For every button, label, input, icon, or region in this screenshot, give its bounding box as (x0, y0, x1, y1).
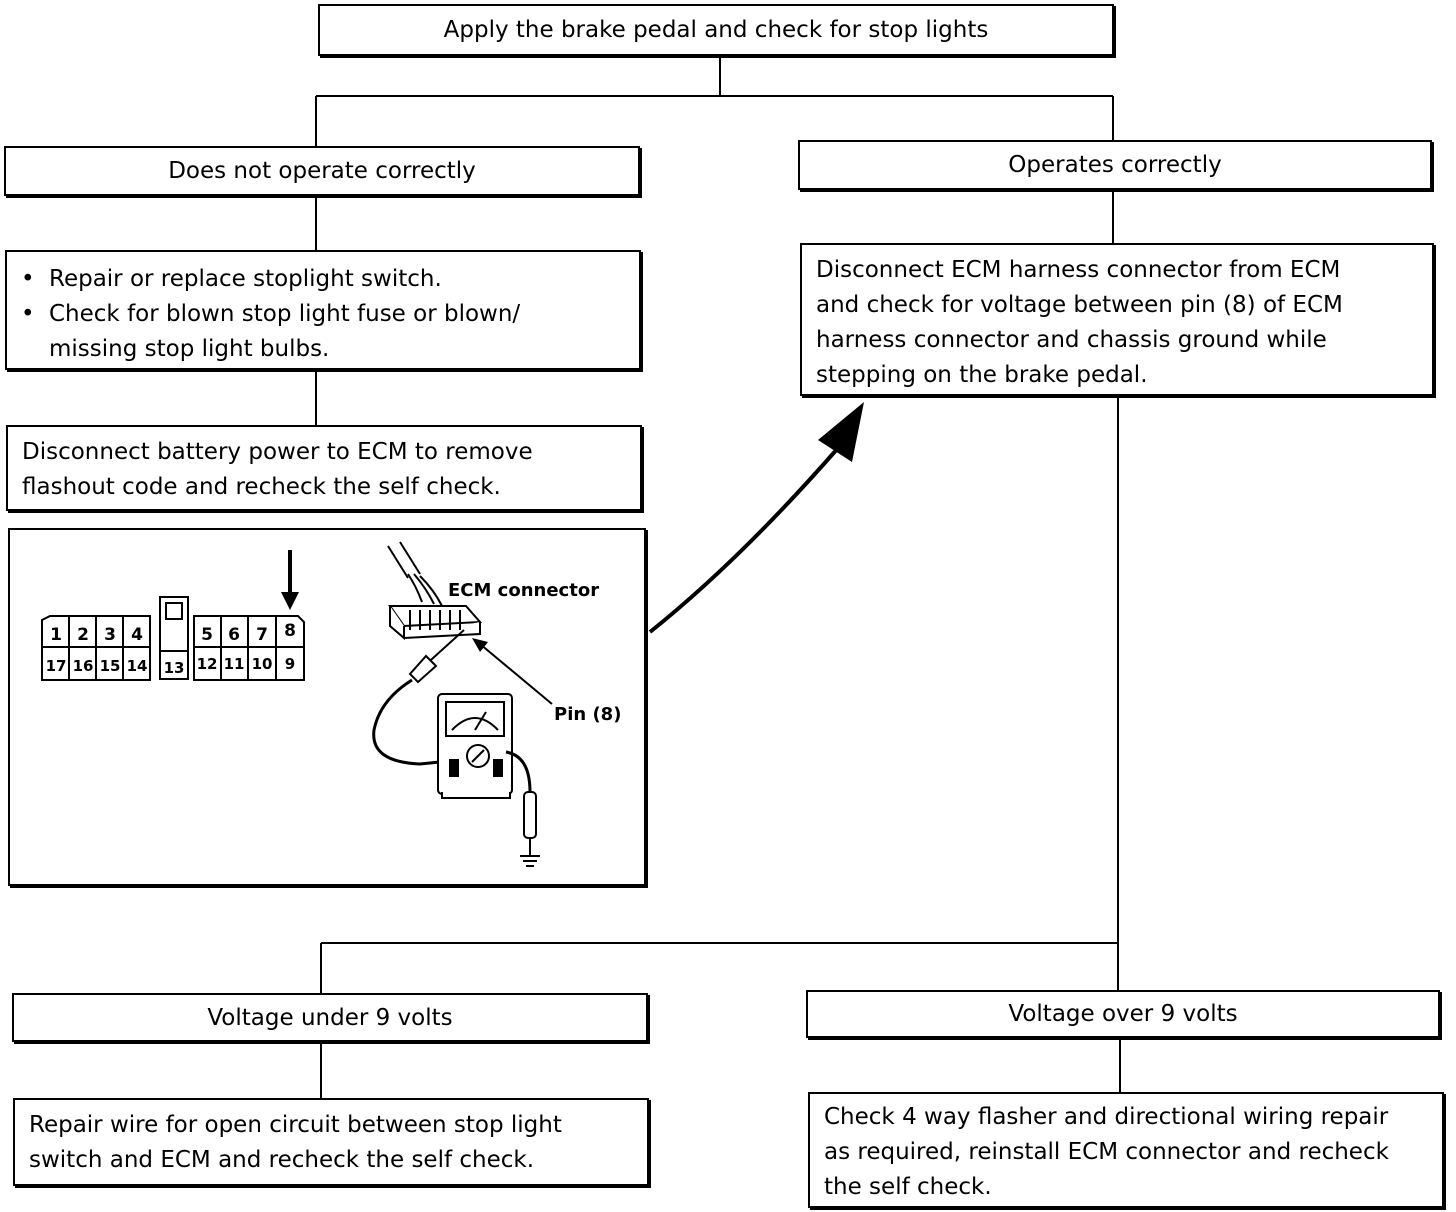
left-actions-box: • Repair or replace stoplight switch. • … (5, 250, 641, 370)
over-action-line: as required, reinstall ECM connector and… (824, 1139, 1389, 1165)
ecm-connector-icon (388, 605, 483, 641)
ecm-connector-label: ECM connector (448, 580, 599, 601)
over-action-line: Check 4 way flasher and directional wiri… (824, 1104, 1389, 1130)
result-voltage-under-text: Voltage under 9 volts (207, 1004, 453, 1031)
right-action-box: Disconnect ECM harness connector from EC… (800, 243, 1434, 396)
action-text: Repair or replace stoplight switch. (49, 266, 442, 292)
under-action-line: Repair wire for open circuit between sto… (29, 1112, 562, 1138)
ground-symbol-icon (520, 855, 540, 867)
ecm-connector-figure: 1 2 3 4 5 6 7 8 17 16 15 14 13 12 11 10 … (8, 528, 646, 886)
over-action-line: the self check. (824, 1174, 992, 1200)
pin-8-label: Pin (8) (554, 704, 621, 725)
pin-label: 1 (50, 625, 62, 645)
pin-label: 5 (201, 625, 213, 645)
pin-label: 14 (127, 657, 148, 675)
action-item: missing stop light bulbs. (21, 332, 625, 367)
pin-label: 12 (197, 655, 218, 673)
left-recheck-box: Disconnect battery power to ECM to remov… (6, 425, 642, 511)
result-operates-correctly-text: Operates correctly (1008, 152, 1222, 178)
pin-label: 10 (252, 655, 273, 673)
ecm-figure-drawing: 1 2 3 4 5 6 7 8 17 16 15 14 13 12 11 10 … (41, 541, 621, 867)
test-probe-icon (408, 629, 465, 684)
right-action-line: harness connector and chassis ground whi… (816, 327, 1327, 353)
step-apply-brake: Apply the brake pedal and check for stop… (318, 4, 1114, 56)
result-does-not-operate-text: Does not operate correctly (168, 158, 476, 184)
result-voltage-under: Voltage under 9 volts (12, 993, 648, 1042)
pin-label: 3 (104, 625, 116, 645)
ground-probe-icon (523, 791, 537, 856)
recheck-line: flashout code and recheck the self check… (22, 474, 501, 500)
pin-label: 16 (73, 657, 94, 675)
action-text: missing stop light bulbs. (49, 336, 330, 362)
recheck-line: Disconnect battery power to ECM to remov… (22, 439, 533, 465)
action-text: Check for blown stop light fuse or blown… (49, 301, 521, 327)
pin-label: 15 (100, 657, 121, 675)
pin-label: 8 (284, 621, 296, 641)
pin-label: 7 (256, 625, 268, 645)
step-apply-brake-text: Apply the brake pedal and check for stop… (443, 17, 989, 43)
harness-wires-icon (387, 541, 443, 607)
pin-label: 13 (164, 659, 185, 677)
action-item: • Check for blown stop light fuse or blo… (21, 297, 625, 332)
right-action-line: stepping on the brake pedal. (816, 362, 1148, 388)
bullet-icon: • (21, 266, 35, 292)
multimeter-icon (437, 693, 513, 799)
right-action-line: and check for voltage between pin (8) of… (816, 292, 1343, 318)
result-operates-correctly: Operates correctly (798, 140, 1432, 190)
result-does-not-operate: Does not operate correctly (4, 146, 640, 196)
pin-label: 9 (285, 655, 295, 673)
pin-label: 6 (228, 625, 240, 645)
right-action-line: Disconnect ECM harness connector from EC… (816, 257, 1341, 283)
connector-pinout (41, 596, 305, 681)
bullet-icon: • (21, 301, 35, 327)
pin-label: 4 (131, 625, 143, 645)
under-action-box: Repair wire for open circuit between sto… (13, 1098, 649, 1186)
result-voltage-over-text: Voltage over 9 volts (1008, 1001, 1238, 1027)
under-action-line: switch and ECM and recheck the self chec… (29, 1147, 535, 1173)
pin-label: 17 (46, 657, 67, 675)
action-item: • Repair or replace stoplight switch. (21, 262, 625, 297)
pin-label: 2 (77, 625, 89, 645)
pin-label: 11 (224, 655, 245, 673)
over-action-box: Check 4 way flasher and directional wiri… (808, 1092, 1444, 1208)
result-voltage-over: Voltage over 9 volts (806, 990, 1440, 1038)
